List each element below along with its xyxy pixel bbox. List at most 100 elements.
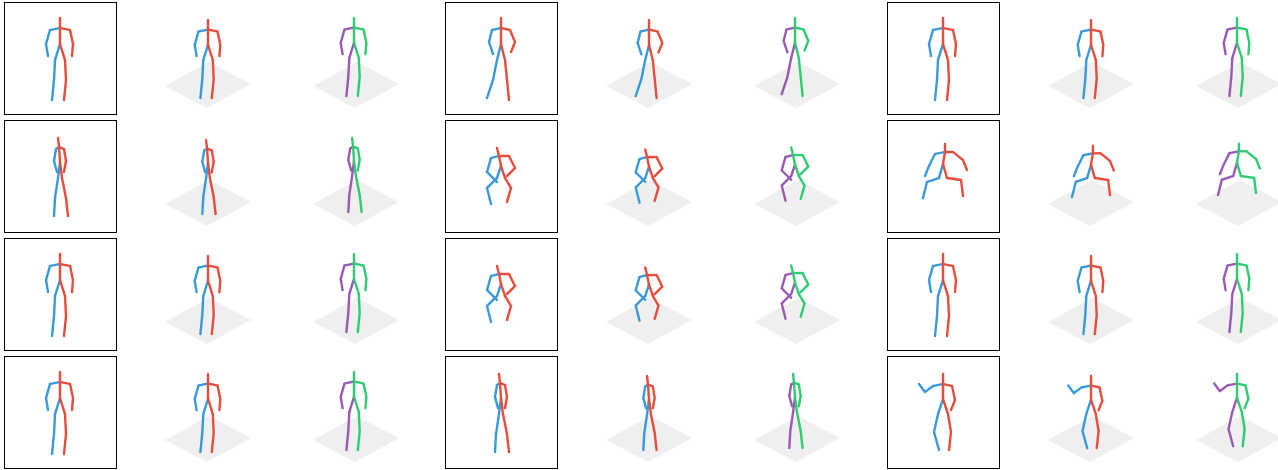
prediction-3d-right-bone [1091,45,1096,60]
prediction-3d-left-bone [202,197,203,214]
prediction-3d-left-bone [199,266,209,268]
prediction-3d-right-bone [212,150,214,161]
ground-truth-3d-left-bone [1222,176,1233,180]
ground-truth-3d-left-bone [1228,264,1238,266]
ground-truth-3d-right-bone [803,273,809,284]
prediction-3d-right-bone [1101,32,1104,45]
prediction-3d-right-bone [1102,45,1103,56]
ground-truth-3d-right-bone [358,148,360,159]
prediction-3d-panel [606,268,692,345]
prediction-3d-right-bone [1101,268,1104,281]
prediction-3d-right-bone [659,43,663,53]
prediction-3d-ground-plane [1048,416,1134,462]
prediction-3d-left-bone [1086,45,1091,60]
ground-truth-3d-mid-bone [794,383,795,397]
prediction-3d-right-bone [208,163,210,178]
prediction-3d-ground-plane [1048,180,1134,226]
input-2d-frame [446,121,558,233]
ground-truth-3d-right-bone [795,43,799,58]
prediction-3d-ground-plane [165,298,251,344]
ground-truth-3d-left-bone [789,384,791,396]
prediction-3d-mid-bone [647,275,649,285]
ground-truth-3d-right-bone [1237,398,1242,412]
ground-truth-3d-left-bone [1232,43,1237,58]
ground-truth-3d-left-bone [782,294,792,304]
ground-truth-3d-right-bone [1248,43,1249,54]
prediction-3d-left-bone [1086,281,1091,296]
ground-truth-3d-right-bone [354,43,359,58]
ground-truth-3d-right-bone [1237,279,1242,294]
ground-truth-3d-left-bone [348,412,349,431]
ground-truth-3d-right-bone [354,161,356,176]
sample-r2g2 [888,239,1278,351]
ground-truth-3d-right-bone [803,155,809,166]
prediction-3d-right-bone [1100,387,1103,400]
prediction-3d-right-bone [213,414,214,433]
ground-truth-3d-mid-bone [793,155,795,165]
ground-truth-3d-panel [313,138,399,226]
input-2d-right-bone [948,296,949,316]
prediction-3d-left-bone [199,384,209,386]
input-2d-mid-bone [58,138,59,147]
ground-truth-3d-panel [1196,374,1278,462]
input-2d-right-bone [65,60,66,80]
prediction-3d-right-bone [218,386,221,399]
ground-truth-3d-right-bone [795,165,799,176]
sample-r3g2 [888,357,1278,469]
ground-truth-3d-right-bone [354,279,359,294]
prediction-3d-left-bone [195,399,197,410]
prediction-3d-left-bone [1082,386,1092,388]
prediction-3d-right-bone [1101,153,1111,161]
prediction-3d-right-bone [1096,60,1097,79]
ground-truth-3d-right-bone [1245,399,1249,409]
prediction-3d-left-bone [638,43,642,54]
prediction-3d-right-bone [208,281,213,296]
prediction-3d-left-bone [1085,296,1086,315]
prediction-3d-mid-bone [647,376,648,385]
ground-truth-3d-panel [313,372,399,462]
ground-truth-3d-panel [313,18,399,108]
input-2d-right-bone [955,280,956,292]
prediction-3d-left-bone [643,386,645,398]
ground-truth-3d-left-bone [348,195,349,212]
ground-truth-3d-ground-plane [1196,298,1278,344]
ground-truth-3d-right-bone [364,266,367,279]
ground-truth-3d-mid-bone [1237,151,1239,162]
prediction-3d-right-bone [1091,165,1095,178]
prediction-3d-right-bone [653,386,655,398]
prediction-3d-left-bone [202,296,203,315]
ground-truth-3d-ground-plane [313,62,399,108]
input-2d-frame [446,357,558,469]
ground-truth-3d-left-bone [782,157,786,170]
prediction-3d-right-bone [208,30,218,32]
ground-truth-3d-left-bone [782,176,792,186]
prediction-3d-left-bone [636,159,640,172]
prediction-3d-left-bone [643,433,644,450]
ground-truth-3d-right-bone [1237,384,1246,386]
prediction-3d-ground-plane [165,416,251,462]
prediction-3d-panel [1048,256,1134,344]
ground-truth-3d-right-bone [799,396,801,406]
ground-truth-3d-mid-bone [793,273,795,283]
prediction-3d-panel [606,20,692,108]
prediction-3d-left-bone [195,281,197,292]
input-2d-frame [888,121,1000,233]
prediction-3d-left-bone [1082,30,1092,32]
ground-truth-3d-right-bone [799,384,801,396]
ground-truth-3d-left-bone [1224,153,1230,164]
ground-truth-3d-ground-plane [313,180,399,226]
input-2d-left-bone [937,296,938,316]
ground-truth-3d-ground-plane [1196,62,1278,108]
prediction-3d-left-bone [1078,155,1084,166]
prediction-3d-mid-bone [648,385,649,399]
prediction-3d-left-bone [195,268,199,281]
sample-r2g1 [446,239,841,351]
ground-truth-3d-right-bone [365,43,366,54]
sample-r3g1 [446,357,841,469]
ground-truth-3d-right-bone [359,58,360,77]
prediction-3d-right-bone [655,287,663,295]
prediction-3d-left-bone [195,32,199,45]
prediction-3d-left-bone [1078,32,1082,45]
prediction-3d-left-bone [1085,60,1086,79]
prediction-3d-right-bone [219,281,220,292]
